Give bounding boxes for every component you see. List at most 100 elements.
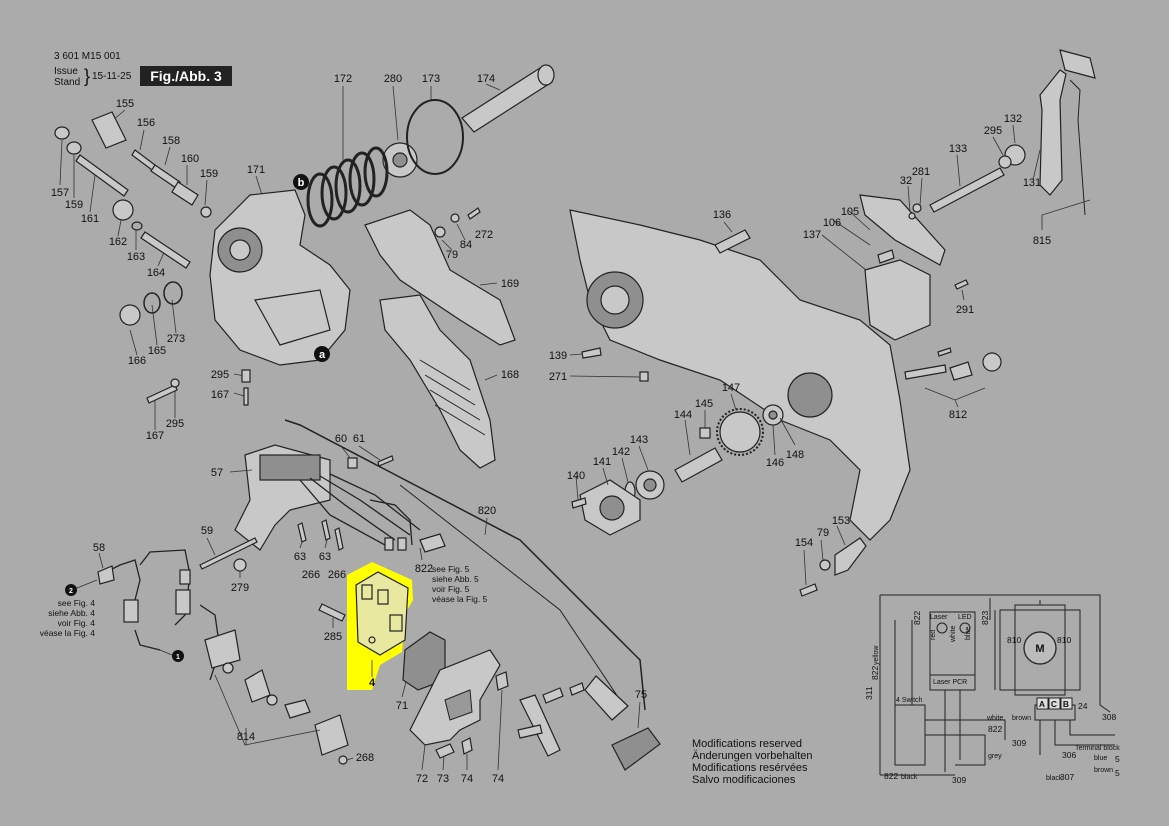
label-148: 148: [786, 449, 804, 461]
label-281: 281: [912, 166, 930, 178]
label-72: 72: [416, 773, 428, 785]
modifications-notice: Modifications reserved Änderungen vorbeh…: [692, 738, 812, 786]
plate-105: [859, 194, 946, 266]
guard-168: [379, 294, 496, 469]
clip-60: [347, 457, 358, 469]
pin-59: [199, 537, 258, 570]
label-136: 136: [713, 209, 731, 221]
label-74b: 74: [492, 773, 504, 785]
label-163: 163: [127, 251, 145, 263]
ring-163: [131, 221, 143, 231]
pin-136: [714, 229, 751, 254]
label-174: 174: [477, 73, 495, 85]
callout-2-marker: [65, 584, 77, 596]
label-295a: 295: [211, 369, 229, 381]
sch-color-blue2: blue: [1094, 755, 1107, 762]
label-167a: 167: [211, 389, 229, 401]
label-295c: 295: [984, 125, 1002, 137]
label-131: 131: [1023, 177, 1041, 189]
label-167b: 167: [146, 430, 164, 442]
connector-a: [123, 599, 139, 623]
laser-lamp: [936, 622, 948, 634]
brace-glyph: }: [84, 66, 91, 86]
label-79b: 79: [817, 527, 829, 539]
label-57: 57: [211, 467, 223, 479]
label-59: 59: [201, 525, 213, 537]
pin-158: [150, 164, 181, 189]
switch-4: [355, 571, 409, 656]
plug-58: [97, 565, 115, 585]
shaft-144: [674, 447, 723, 483]
led-lamp: [959, 622, 971, 634]
label-272: 272: [475, 229, 493, 241]
knob-75: [611, 727, 661, 771]
see-fig4-fr: voir Fig. 4: [58, 618, 96, 628]
spring-156: [131, 149, 156, 171]
spring-814: [222, 662, 234, 674]
notice-de: Änderungen vorbehalten: [692, 750, 813, 762]
label-279: 279: [231, 582, 249, 594]
washer-281: [912, 203, 922, 213]
schematic-laser-pcr: Laser PCR: [933, 679, 967, 686]
guard-group: 79 84 272 169 168: [364, 207, 519, 469]
screw-140: [571, 497, 587, 509]
connector-c: [179, 569, 191, 585]
part-84: [450, 213, 460, 223]
screw-167b: [243, 387, 249, 406]
label-159b: 159: [65, 199, 83, 211]
label-169: 169: [501, 278, 519, 290]
label-146: 146: [766, 457, 784, 469]
washer-273: [163, 281, 183, 305]
cap-812: [982, 352, 1002, 372]
label-132: 132: [1004, 113, 1022, 125]
pin-812a: [904, 364, 947, 380]
callout-2-text: 2: [69, 588, 73, 595]
clip-mid: [569, 682, 585, 696]
nut-271: [639, 371, 649, 382]
socket-814a: [204, 629, 241, 669]
screw-74a: [461, 737, 473, 755]
sch-822a: 822: [912, 611, 922, 625]
sch-color-blue: blue: [965, 627, 972, 640]
spring-mid: [542, 687, 564, 704]
label-815: 815: [1033, 235, 1051, 247]
label-291: 291: [956, 304, 974, 316]
handle-electrical-group: 820 57 60 61 59 279 63 63 266: [40, 419, 661, 785]
label-144: 144: [674, 409, 692, 421]
screw-291: [954, 279, 969, 290]
guard-169: [364, 209, 516, 346]
label-61: 61: [353, 433, 365, 445]
label-133: 133: [949, 143, 967, 155]
pin-285: [318, 603, 346, 622]
washer-79b: [819, 559, 831, 571]
label-154: 154: [795, 537, 813, 549]
label-63a: 63: [294, 551, 306, 563]
wiring-schematic: M Laser LED Laser PCR 4 Switch A C B 822…: [864, 594, 1120, 785]
nut-157: [54, 126, 70, 140]
cover-137: [864, 259, 931, 341]
see-fig5-note: see Fig. 5 siehe Abb. 5 voir Fig. 5 véas…: [432, 564, 488, 604]
terminal-c: C: [1051, 699, 1057, 709]
sch-5b: 5: [1115, 768, 1120, 778]
sch-color-white: white: [950, 626, 957, 643]
pin-812b: [937, 347, 952, 357]
callout-b-marker: [293, 174, 309, 190]
label-160: 160: [181, 153, 199, 165]
label-79a: 79: [446, 249, 458, 261]
label-71: 71: [396, 700, 408, 712]
callout-a-marker: [314, 346, 330, 362]
arm-housing-group: 136 106 105 137 133 281 32 295 132 131: [549, 49, 1096, 597]
socket-814b: [244, 669, 271, 703]
label-171: 171: [247, 164, 265, 176]
label-106: 106: [823, 217, 841, 229]
key-145: [699, 427, 711, 439]
see-fig5-es: véase la Fig. 5: [432, 594, 488, 604]
arm-housing: [569, 209, 911, 541]
stand-label: Stand: [54, 77, 81, 88]
sch-5a: 5: [1115, 754, 1120, 764]
sch-311: 311: [864, 686, 874, 700]
notice-fr: Modifications resérvées: [692, 762, 808, 774]
connector-b: [175, 589, 191, 615]
sch-308: 308: [1102, 712, 1116, 722]
